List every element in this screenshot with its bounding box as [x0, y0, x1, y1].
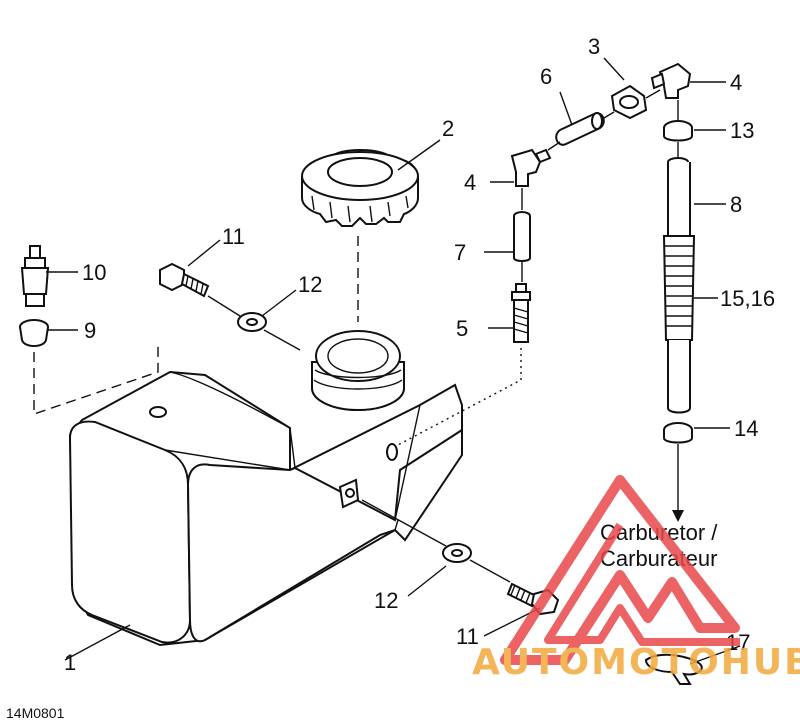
leader-lines [46, 57, 741, 665]
callout-5: 5 [456, 316, 468, 341]
destination-line-2: Carburateur [600, 546, 717, 571]
callout-15-16: 15,16 [720, 286, 775, 311]
callout-10: 10 [82, 260, 106, 285]
callout-2: 2 [442, 116, 454, 141]
callout-4-lower: 4 [464, 170, 476, 195]
callout-6: 6 [540, 64, 552, 89]
tank-valve-nut [610, 84, 648, 120]
washer-upper-axis [263, 329, 301, 351]
fuel-hose [662, 157, 696, 414]
inline-fuel-filter [555, 112, 605, 146]
short-hose [513, 211, 531, 262]
fuel-outlet-fitting [511, 283, 531, 343]
callout-1: 1 [64, 650, 76, 675]
watermark-logo: AUTOMOTOHUB [472, 475, 800, 683]
callout-11-lower: 11 [456, 624, 479, 649]
callout-11-upper: 11 [222, 224, 245, 249]
to-carburetor-arrow [672, 510, 684, 522]
bolt-upper-axis [207, 295, 241, 317]
watermark-text: AUTOMOTOHUB [472, 642, 800, 683]
washer-lower [442, 543, 472, 563]
outlet-alignment-line [395, 348, 522, 447]
figure-code: 14M0801 [6, 705, 65, 721]
callout-8: 8 [730, 192, 742, 217]
callout-13: 13 [730, 118, 754, 143]
fuel-line-clip [644, 653, 703, 685]
bolt-upper [159, 262, 210, 298]
callout-14: 14 [734, 416, 758, 441]
hose-clamp-upper [663, 120, 693, 142]
fuel-cap [301, 148, 419, 227]
callout-12-upper: 12 [298, 272, 322, 297]
hose-clamp-lower [663, 422, 693, 444]
callout-9: 9 [84, 318, 96, 343]
elbow-fitting-upper [650, 62, 692, 99]
washer-upper [237, 312, 267, 332]
callout-4-upper: 4 [730, 70, 742, 95]
nut-axis [645, 89, 661, 99]
grommet [19, 319, 49, 347]
callout-7: 7 [454, 240, 466, 265]
fuel-tank [68, 330, 463, 647]
washer-lower-axis [361, 499, 511, 583]
callout-12-lower: 12 [374, 588, 398, 613]
filter-axis [547, 111, 615, 151]
elbow-fitting-lower [510, 148, 552, 187]
callout-3: 3 [588, 34, 600, 59]
vent-valve [20, 245, 50, 307]
